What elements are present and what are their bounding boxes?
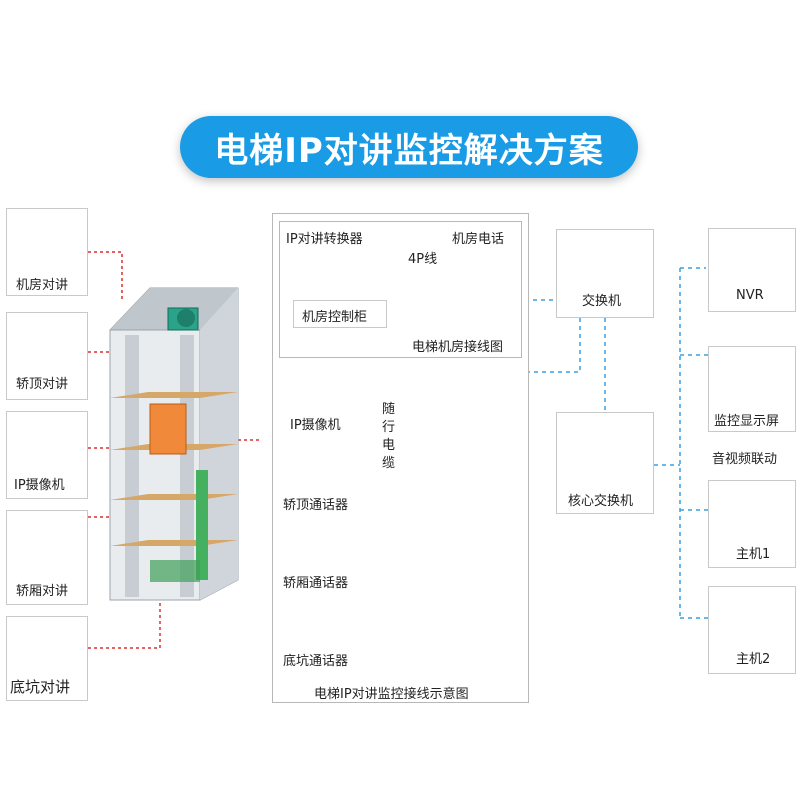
host1-label: 主机1 xyxy=(736,547,771,562)
switch-label: 交换机 xyxy=(582,294,622,309)
left-box-car xyxy=(6,510,88,605)
page-title: 电梯IP对讲监控解决方案 xyxy=(214,130,604,171)
room-phone-label: 机房电话 xyxy=(452,232,505,247)
host2-box xyxy=(708,586,796,674)
wire-4p-label: 4P线 xyxy=(408,252,438,267)
converter-label: IP对讲转换器 xyxy=(286,232,363,247)
core-switch-box xyxy=(556,412,654,514)
left-label-camera: IP摄像机 xyxy=(14,478,65,493)
wiring-caption: 电梯IP对讲监控接线示意图 xyxy=(314,687,469,702)
cable-char-2: 行 xyxy=(382,420,396,435)
room-wiring-frame xyxy=(279,221,522,358)
elevator-shaft xyxy=(109,287,239,601)
left-label-pit: 底坑对讲 xyxy=(10,678,71,696)
title-banner: 电梯IP对讲监控解决方案 xyxy=(180,116,638,178)
car-talker-label: 轿厢通话器 xyxy=(283,576,349,591)
av-link-label: 音视频联动 xyxy=(712,452,778,467)
room-wiring-label: 电梯机房接线图 xyxy=(412,340,504,355)
cable-char-1: 随 xyxy=(382,402,396,417)
left-box-pit xyxy=(6,616,88,701)
control-cabinet-box xyxy=(293,300,387,328)
left-box-room-intercom xyxy=(6,208,88,296)
center-camera-label: IP摄像机 xyxy=(290,418,341,433)
pit-talker-label: 底坑通话器 xyxy=(283,654,349,669)
nvr-label: NVR xyxy=(736,288,764,303)
left-box-car-top xyxy=(6,312,88,400)
host1-box xyxy=(708,480,796,568)
left-box-camera xyxy=(6,411,88,499)
switch-box xyxy=(556,229,654,318)
cable-char-3: 电 xyxy=(382,438,396,453)
left-label-car-top: 轿顶对讲 xyxy=(16,377,69,392)
left-label-room-intercom: 机房对讲 xyxy=(16,278,69,293)
car-top-talker-label: 轿顶通话器 xyxy=(283,498,349,513)
nvr-box xyxy=(708,228,796,312)
cable-char-4: 缆 xyxy=(382,456,396,471)
monitor-box xyxy=(708,346,796,432)
left-label-car: 轿厢对讲 xyxy=(16,584,69,599)
core-switch-label: 核心交换机 xyxy=(568,494,634,509)
monitor-label: 监控显示屏 xyxy=(714,414,780,429)
control-cabinet-label: 机房控制柜 xyxy=(302,310,368,325)
host2-label: 主机2 xyxy=(736,652,771,667)
